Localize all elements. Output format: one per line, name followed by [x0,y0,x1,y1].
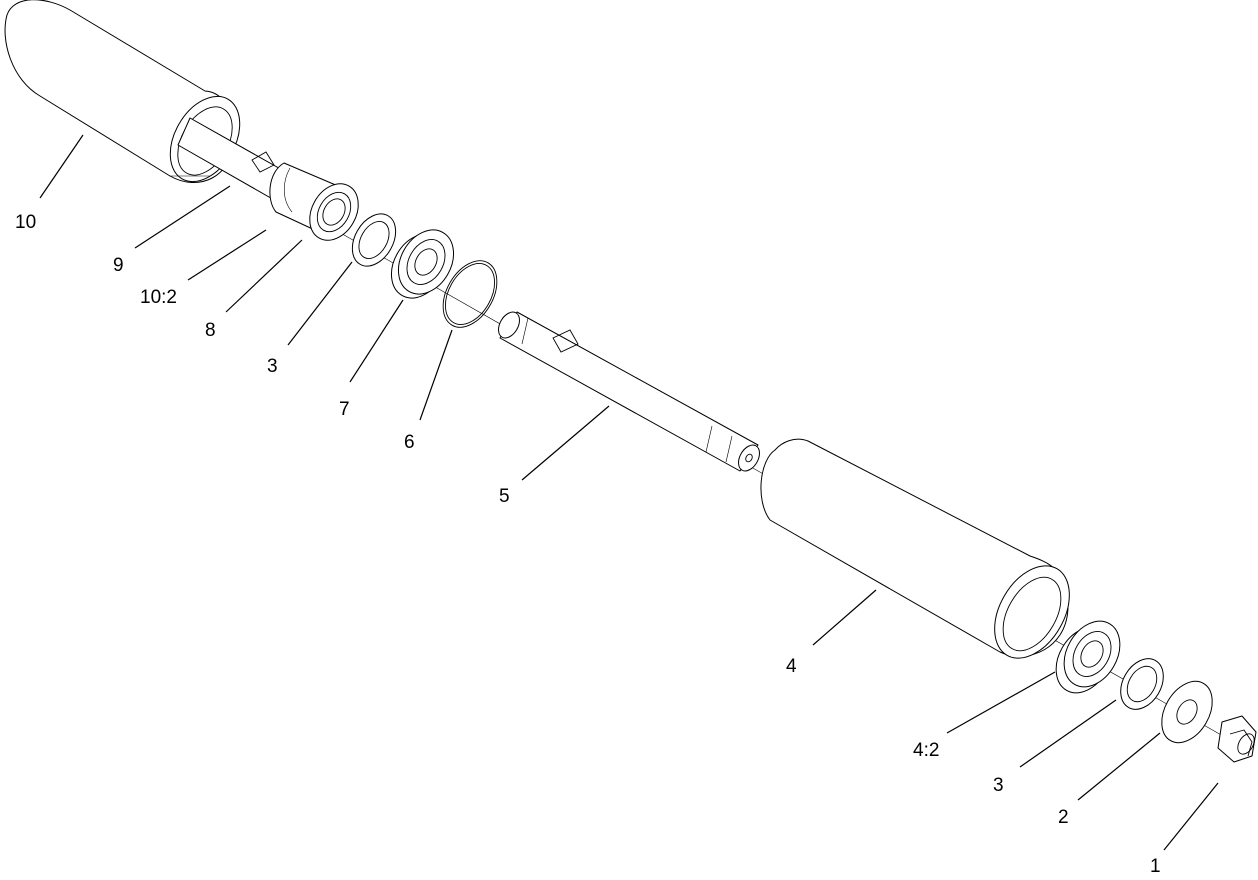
leader-4-2 [946,671,1056,734]
bearing-housing [269,162,359,241]
washer-upper [351,213,397,267]
bearing-lower [1055,620,1121,694]
leader-5 [521,405,610,481]
callout-3-lower: 3 [993,775,1004,796]
washer-lower [1120,658,1164,710]
leader-9 [134,185,231,249]
leader-1 [1163,782,1219,851]
callout-9: 9 [113,255,124,276]
hex-nut [1217,715,1257,763]
leader-lines [39,134,1219,851]
washer-large [1161,680,1213,744]
leader-7 [349,299,404,383]
callout-7: 7 [339,399,350,420]
leader-2 [1077,732,1161,801]
callout-10: 10 [15,212,36,233]
callout-labels: 10 9 10:2 8 3 7 6 5 4 4:2 3 2 1 [15,212,1161,877]
callout-10-2: 10:2 [140,287,177,308]
leader-10 [39,134,84,199]
bearing-upper [390,229,455,299]
callout-8: 8 [205,320,216,341]
leader-10-2 [187,229,267,281]
main-shaft [498,311,760,472]
leader-3-lower [1019,699,1117,768]
roller-tube-lower [760,438,1070,659]
callout-4-2: 4:2 [913,740,939,761]
leader-6 [419,329,453,421]
callout-1: 1 [1150,856,1161,877]
leader-8 [225,239,303,313]
callout-2: 2 [1058,807,1069,828]
callout-6: 6 [404,432,415,453]
callout-3-upper: 3 [267,356,278,377]
callout-5: 5 [499,486,510,507]
callout-4: 4 [786,656,797,677]
leader-3-upper [287,261,353,346]
o-ring [442,260,498,328]
leader-4 [812,589,877,646]
